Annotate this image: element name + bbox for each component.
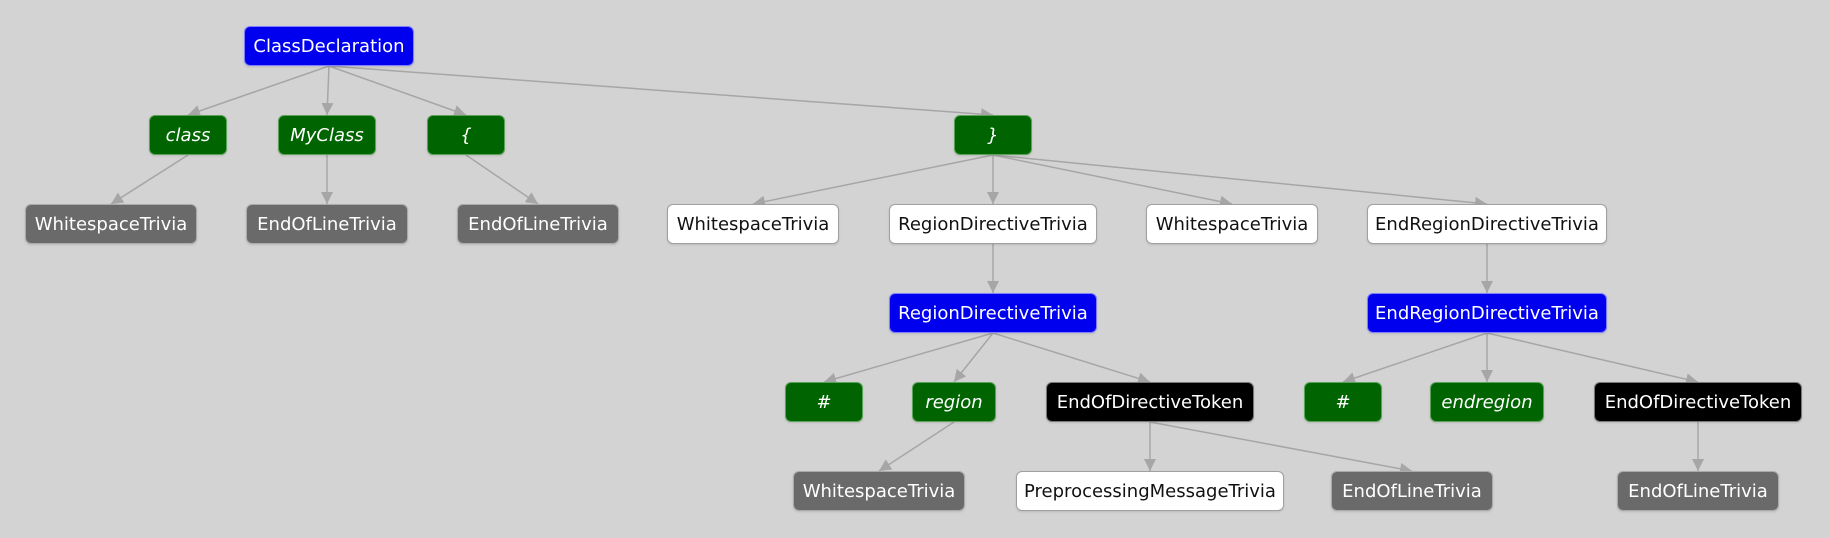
tree-node-eol1: EndOfLineTrivia bbox=[246, 204, 408, 244]
tree-node-eol2: EndOfLineTrivia bbox=[457, 204, 619, 244]
tree-node-region-node: RegionDirectiveTrivia bbox=[889, 293, 1097, 333]
tree-node-close-brace: } bbox=[954, 115, 1032, 155]
edge-endregion-node-to-hash2 bbox=[1342, 332, 1488, 384]
tree-node-ws3: WhitespaceTrivia bbox=[1146, 204, 1318, 244]
tree-node-hash1: # bbox=[785, 382, 863, 422]
tree-node-myclass: MyClass bbox=[278, 115, 376, 155]
edge-close-brace-to-ws3 bbox=[992, 154, 1233, 208]
edge-classdecl-to-open-brace bbox=[328, 65, 467, 117]
edge-region-node-to-eod1 bbox=[992, 332, 1151, 385]
edge-region-node-to-region-kw bbox=[953, 332, 994, 383]
edge-close-brace-to-endregion-trivia bbox=[992, 154, 1488, 209]
tree-node-eol3: EndOfLineTrivia bbox=[1331, 471, 1493, 511]
tree-node-ws2: WhitespaceTrivia bbox=[667, 204, 839, 244]
tree-node-hash2: # bbox=[1304, 382, 1382, 422]
edge-open-brace-to-eol2 bbox=[465, 154, 539, 205]
edge-close-brace-to-ws2 bbox=[752, 154, 994, 208]
edge-region-node-to-hash1 bbox=[823, 332, 994, 385]
edge-endregion-node-to-eod2 bbox=[1486, 332, 1699, 386]
tree-node-endregion-node: EndRegionDirectiveTrivia bbox=[1367, 293, 1607, 333]
tree-node-region-kw: region bbox=[912, 382, 996, 422]
tree-node-preproc: PreprocessingMessageTrivia bbox=[1016, 471, 1284, 511]
tree-node-class-kw: class bbox=[149, 115, 227, 155]
tree-node-eol4: EndOfLineTrivia bbox=[1617, 471, 1779, 511]
tree-node-eod2: EndOfDirectiveToken bbox=[1594, 382, 1802, 422]
edge-classdecl-to-class-kw bbox=[187, 65, 330, 117]
tree-node-endregion-kw: endregion bbox=[1430, 382, 1544, 422]
tree-node-region-trivia: RegionDirectiveTrivia bbox=[889, 204, 1097, 244]
edge-class-kw-to-ws1 bbox=[110, 154, 189, 205]
edge-eod1-to-eol3 bbox=[1149, 421, 1413, 475]
edge-classdecl-to-close-brace bbox=[328, 65, 994, 121]
tree-node-open-brace: { bbox=[427, 115, 505, 155]
edge-region-kw-to-ws4 bbox=[878, 421, 955, 472]
tree-node-endregion-trivia: EndRegionDirectiveTrivia bbox=[1367, 204, 1607, 244]
tree-node-ws1: WhitespaceTrivia bbox=[25, 204, 197, 244]
tree-node-classdecl: ClassDeclaration bbox=[244, 26, 414, 66]
tree-node-eod1: EndOfDirectiveToken bbox=[1046, 382, 1254, 422]
edge-classdecl-to-myclass bbox=[321, 65, 334, 116]
tree-node-ws4: WhitespaceTrivia bbox=[793, 471, 965, 511]
